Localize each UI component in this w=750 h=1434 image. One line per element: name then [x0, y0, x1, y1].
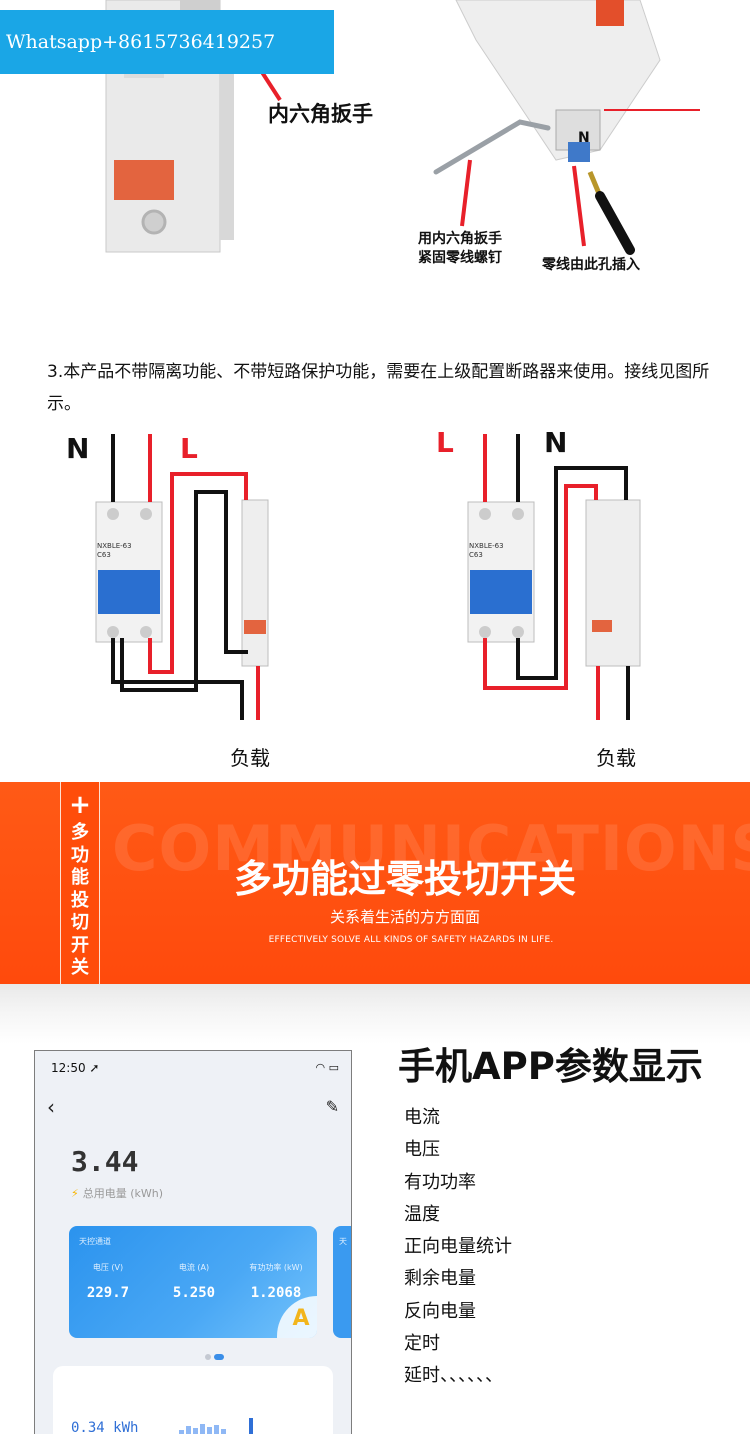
wiring-paragraph: 3.本产品不带隔离功能、不带短路保护功能，需要在上级配置断路器来使用。接线见图所… [47, 362, 710, 414]
location-icon: ➚ [89, 1061, 100, 1075]
params-list: 电流 电压 有功功率 温度 正向电量统计 剩余电量 反向电量 定时 延时、、、、… [404, 1102, 512, 1393]
phone-screenshot: 12:50 ➚ ◠ ▭ ‹ ✎ 3.44 ⚡总用电量 (kWh) 天控通道 电压… [34, 1050, 352, 1434]
energy-panel: 0.34 kWh [53, 1366, 333, 1434]
right-breaker-model: NXBLE-63 [469, 542, 504, 550]
left-breaker-model: NXBLE-63 [97, 542, 132, 550]
vertical-tag: + 多功能投切开关 [60, 782, 100, 984]
card-badge: A [277, 1296, 317, 1338]
status-icons: ◠ ▭ [315, 1061, 339, 1074]
product-photo-section: N Whatsapp+8615736419257 内六角扳手 用内六角扳手 紧固… [0, 0, 750, 320]
edit-pencil-icon[interactable]: ✎ [325, 1097, 339, 1116]
list-item: 定时 [404, 1333, 440, 1355]
right-n-label: N [544, 426, 567, 459]
left-load-label: 负载 [230, 746, 270, 770]
left-n-label: N [66, 432, 89, 465]
right-load-label: 负载 [596, 746, 636, 770]
list-item: 反向电量 [404, 1300, 476, 1322]
back-chevron-icon[interactable]: ‹ [47, 1095, 55, 1119]
left-breaker-rating: C63 [97, 551, 111, 559]
wiring-section: 3.本产品不带隔离功能、不带短路保护功能，需要在上级配置断路器来使用。接线见图所… [0, 320, 750, 782]
mini-bar-chart [179, 1418, 253, 1434]
wiring-diagram: N L NXBLE-63 C63 L N NXBLE-63 C63 [66, 426, 641, 720]
total-energy-label: ⚡总用电量 (kWh) [71, 1187, 164, 1200]
next-card[interactable]: 天 [333, 1226, 351, 1338]
right-breaker-rating: C63 [469, 551, 483, 559]
list-item: 剩余电量 [404, 1268, 476, 1290]
list-item: 延时、、、、、、 [404, 1365, 503, 1387]
list-item: 电压 [404, 1139, 440, 1161]
banner-subtitle: 关系着生活的方方面面 [329, 908, 480, 926]
metric-voltage: 电压 (V) 229.7 [86, 1263, 130, 1301]
whatsapp-watermark: Whatsapp+8615736419257 [0, 10, 334, 74]
banner-title: 多功能过零投切开关 [233, 857, 576, 901]
kwh-value: 0.34 kWh [71, 1420, 139, 1434]
vertical-tag-text: 多功能投切开关 [71, 822, 89, 978]
metrics-card[interactable]: 天控通道 电压 (V) 229.7 电流 (A) 5.250 有功功率 (kW)… [69, 1226, 317, 1338]
params-title: 手机APP参数显示 [398, 1045, 703, 1088]
app-section: 12:50 ➚ ◠ ▭ ‹ ✎ 3.44 ⚡总用电量 (kWh) 天控通道 电压… [0, 984, 750, 1434]
hex-wrench-label: 内六角扳手 [268, 102, 373, 126]
list-item: 电流 [404, 1107, 440, 1128]
list-item: 温度 [404, 1203, 440, 1225]
wifi-icon: ◠ [315, 1061, 326, 1074]
left-l-label: L [180, 432, 198, 465]
caption-neutral: 零线由此孔插入 [542, 257, 640, 273]
list-item: 有功功率 [404, 1171, 476, 1193]
battery-icon: ▭ [328, 1061, 339, 1074]
right-l-label: L [436, 426, 454, 459]
total-energy-value: 3.44 [71, 1145, 139, 1178]
caption-screw: 用内六角扳手 紧固零线螺钉 [418, 231, 502, 266]
orange-banner: + 多功能投切开关 COMMUNICATIONS 多功能过零投切开关 关系着生活… [0, 782, 750, 984]
bolt-icon: ⚡ [71, 1187, 79, 1200]
carousel-dots [205, 1345, 235, 1360]
status-time: 12:50 ➚ [51, 1061, 100, 1075]
list-item: 正向电量统计 [404, 1236, 512, 1258]
terminal-letter: N [578, 130, 590, 146]
banner-english: EFFECTIVELY SOLVE ALL KINDS OF SAFETY HA… [268, 935, 554, 945]
metric-current: 电流 (A) 5.250 [172, 1263, 216, 1301]
ghost-text: COMMUNICATIONS [112, 812, 750, 885]
card-tag: 天控通道 [79, 1237, 111, 1246]
metric-power: 有功功率 (kW) 1.2068 [249, 1263, 303, 1301]
plus-icon: + [69, 790, 91, 820]
